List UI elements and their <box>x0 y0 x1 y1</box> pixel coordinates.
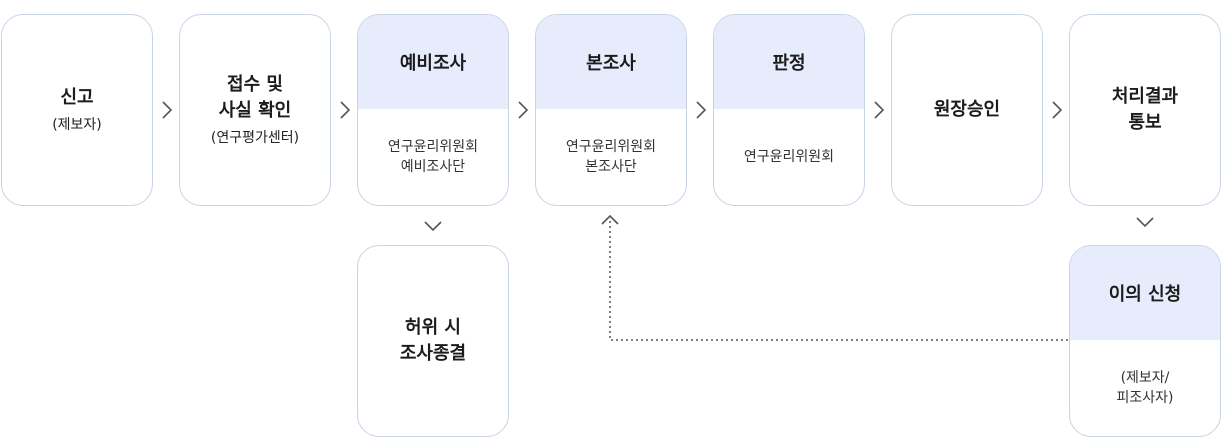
chevron-right-icon <box>696 101 707 119</box>
step-judgement: 판정 연구윤리위원회 <box>713 14 865 206</box>
step-approval-title: 원장승인 <box>933 99 1001 120</box>
step-preliminary: 예비조사 연구윤리위원회 예비조사단 <box>357 14 509 206</box>
step-notification-title: 처리결과 통보 <box>1111 86 1179 133</box>
step-preliminary-title: 예비조사 <box>358 15 508 109</box>
branch-appeal-body: (제보자/ 피조사자) <box>1116 370 1174 406</box>
chevron-up-icon <box>601 214 619 225</box>
step-main-investigation-title: 본조사 <box>536 15 686 109</box>
appeal-return-connector <box>601 214 1068 341</box>
chevron-right-icon <box>518 101 529 119</box>
step-receipt-sub: (연구평가센터) <box>210 130 300 146</box>
branch-appeal: 이의 신청 (제보자/ 피조사자) <box>1069 245 1221 437</box>
branch-appeal-title: 이의 신청 <box>1070 246 1220 340</box>
branch-false-report: 허위 시 조사종결 <box>357 245 509 437</box>
chevron-right-icon <box>874 101 885 119</box>
chevron-right-icon <box>162 101 173 119</box>
step-judgement-title: 판정 <box>714 15 864 109</box>
step-preliminary-body: 연구윤리위원회 예비조사단 <box>387 139 479 175</box>
chevron-down-icon <box>1136 217 1154 228</box>
step-report-sub: (제보자) <box>52 117 102 133</box>
step-judgement-body: 연구윤리위원회 <box>743 149 835 165</box>
step-receipt-title: 접수 및 사실 확인 <box>218 74 292 121</box>
step-main-investigation: 본조사 연구윤리위원회 본조사단 <box>535 14 687 206</box>
step-notification: 처리결과 통보 <box>1069 14 1221 206</box>
step-report: 신고 (제보자) <box>1 14 153 206</box>
step-approval: 원장승인 <box>891 14 1043 206</box>
step-report-title: 신고 <box>60 87 94 108</box>
chevron-right-icon <box>1052 101 1063 119</box>
step-main-investigation-body: 연구윤리위원회 본조사단 <box>565 139 657 175</box>
branch-false-report-title: 허위 시 조사종결 <box>399 317 467 364</box>
chevron-right-icon <box>340 101 351 119</box>
step-receipt: 접수 및 사실 확인 (연구평가센터) <box>179 14 331 206</box>
chevron-down-icon <box>424 221 442 232</box>
